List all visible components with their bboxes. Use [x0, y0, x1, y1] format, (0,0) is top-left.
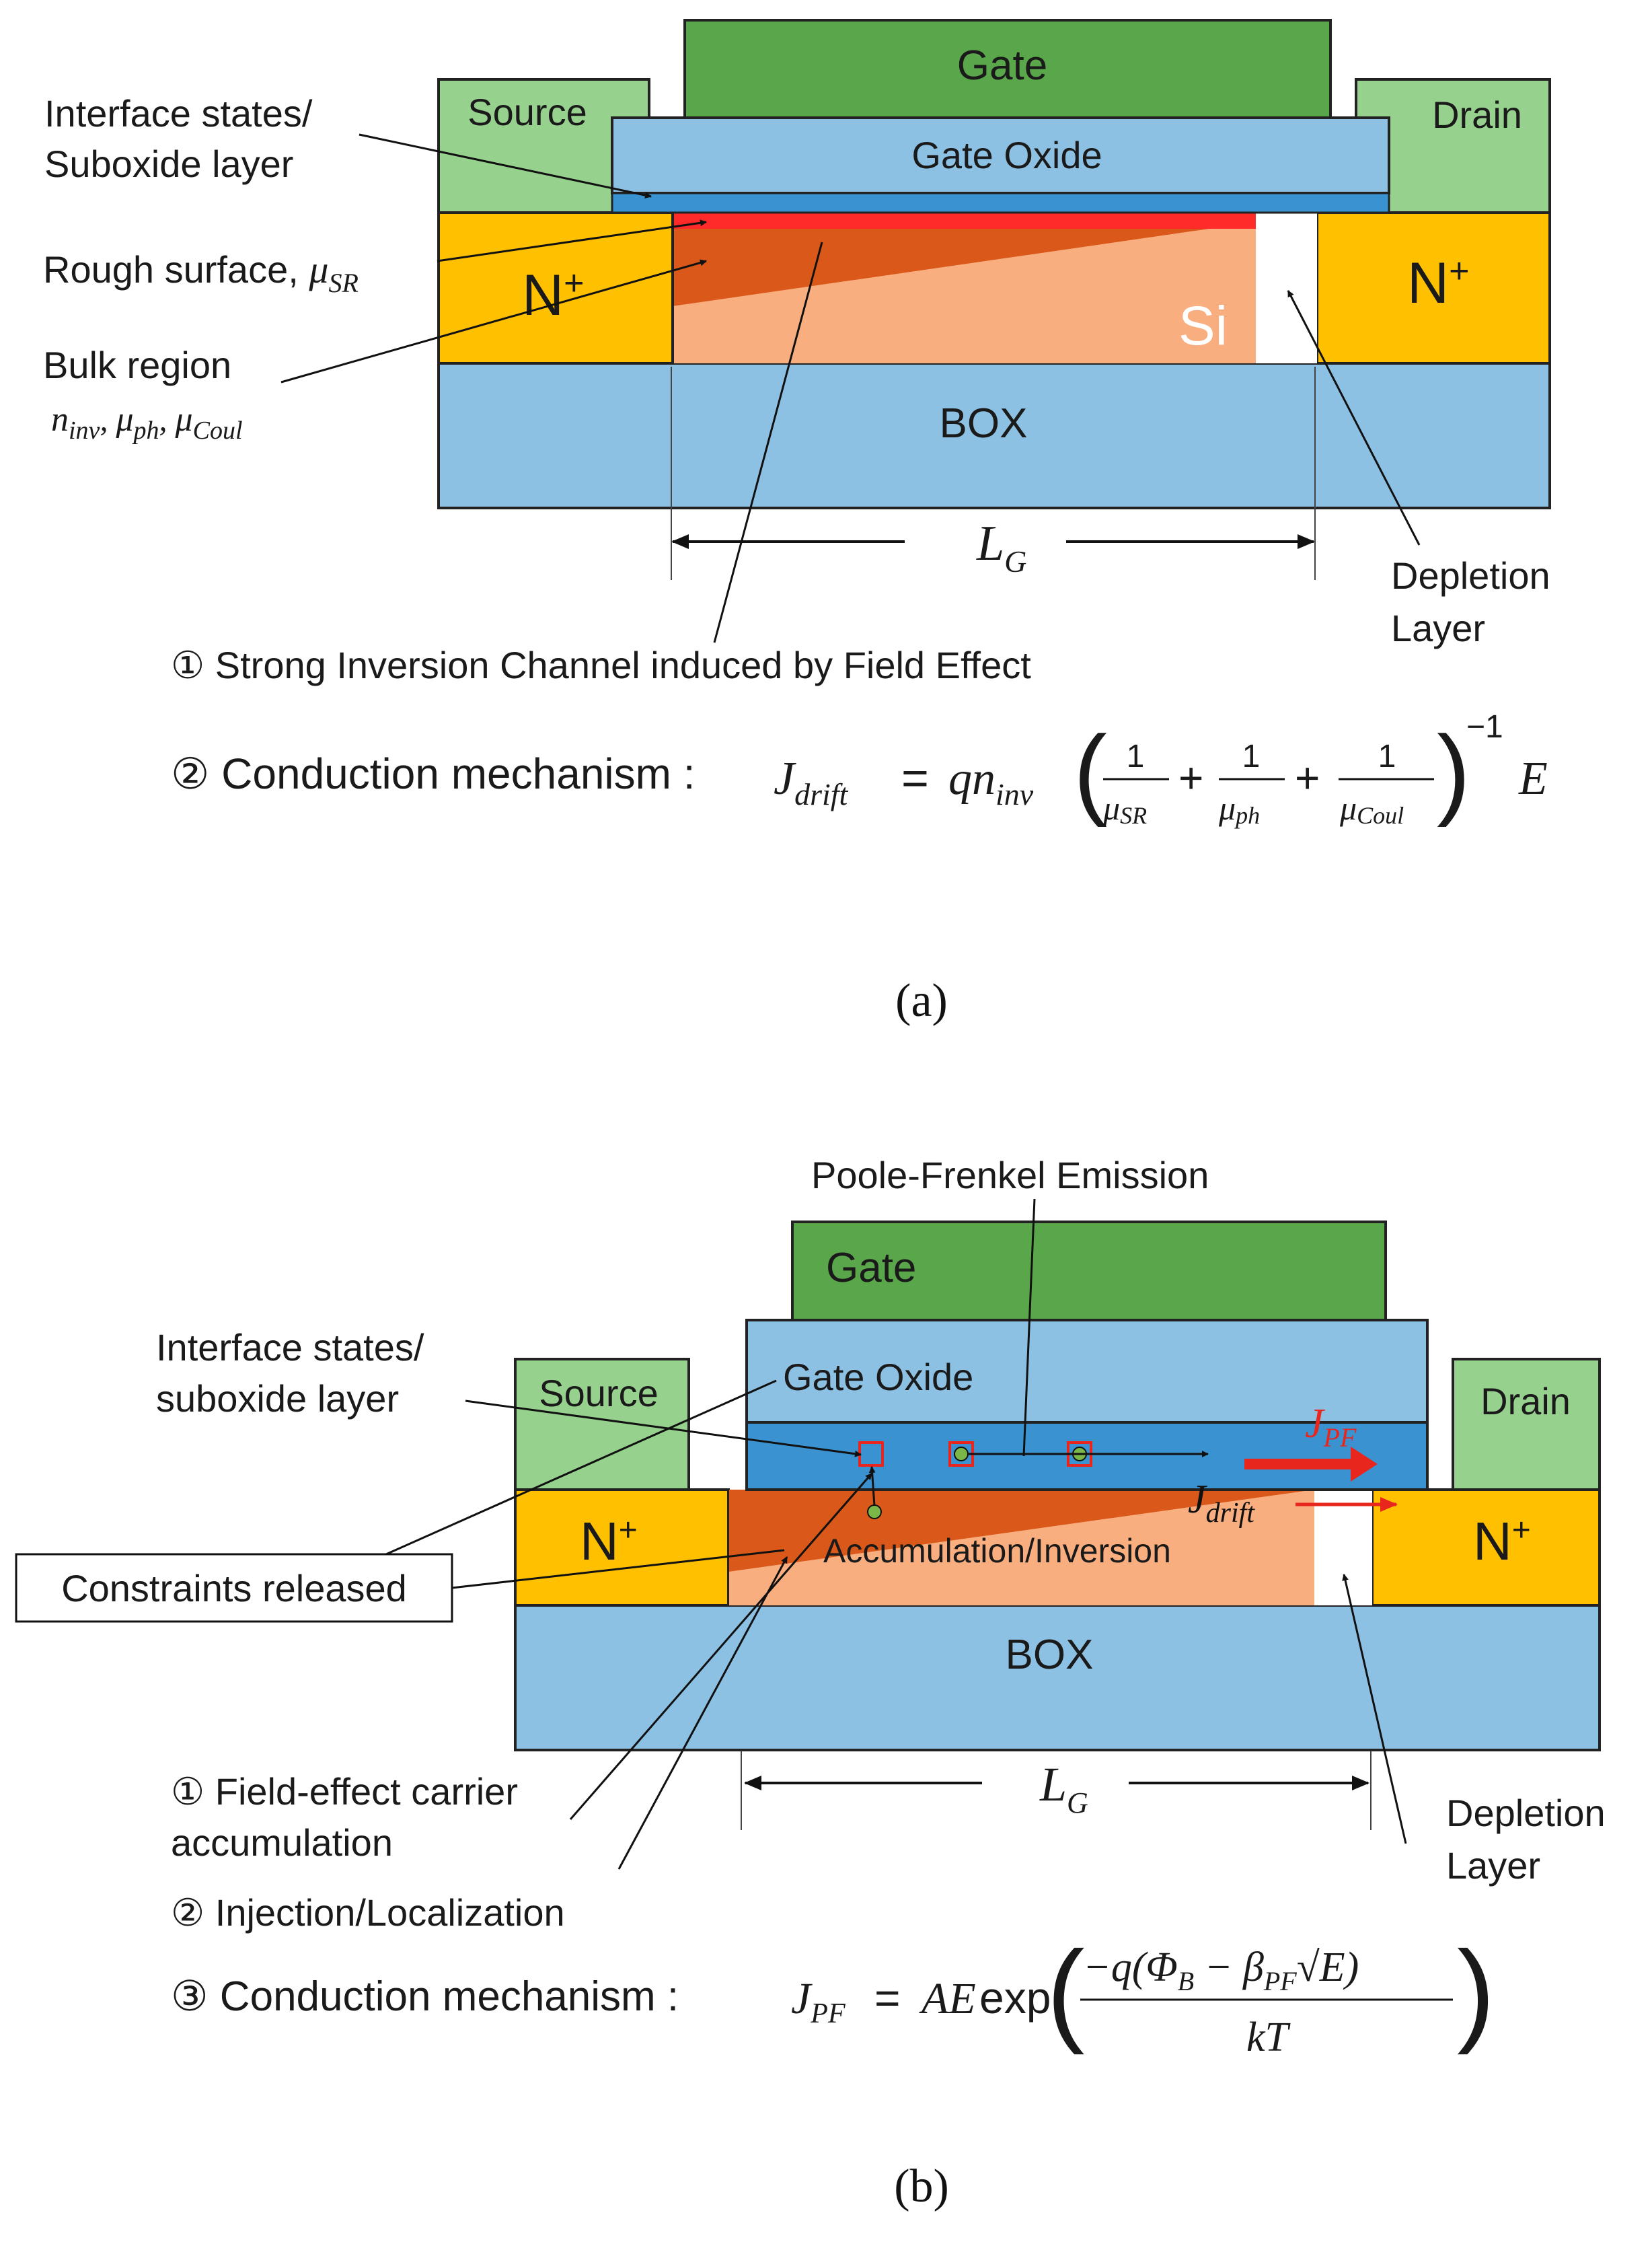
si-label: Si: [1178, 295, 1228, 357]
bulk-region-params: ninv, μph, μCoul: [51, 400, 243, 445]
gate-electrode: [683, 19, 1332, 119]
n-plus-left-label: N+: [522, 263, 584, 328]
svg-text:+: +: [1178, 754, 1203, 802]
depletion-layer: [1256, 213, 1317, 363]
rough-surface-label: Rough surface, μSR: [43, 248, 359, 298]
drain-contact-b: [1452, 1358, 1601, 1491]
source-contact-b: [514, 1358, 690, 1491]
svg-text:kT: kT: [1246, 2014, 1291, 2060]
svg-text:−q(ΦB − βPF√E): −q(ΦB − βPF√E): [1083, 1944, 1359, 1996]
box-label: BOX: [940, 400, 1028, 447]
svg-text:μSR: μSR: [1102, 789, 1147, 829]
box-layer: [437, 362, 1551, 509]
lg-label: LG: [976, 516, 1026, 579]
svg-text:=: =: [874, 1973, 901, 2023]
step-1-text: ① Strong Inversion Channel induced by Fi…: [171, 644, 1031, 686]
gate-oxide-label: Gate Oxide: [911, 134, 1102, 176]
figure-a: Gate Gate Oxide Source Drain N+ N+ Si BO…: [43, 19, 1551, 1027]
drift-current-equation: Jdrift = qninv ( 1 μSR + 1 μph + 1 μCoul…: [774, 709, 1548, 829]
n-plus-drain-region-b: [1371, 1488, 1601, 1607]
pf-emission-label: Poole-Frenkel Emission: [811, 1154, 1209, 1196]
svg-text:): ): [1437, 715, 1470, 828]
svg-text:−1: −1: [1466, 709, 1503, 745]
svg-text:1: 1: [1378, 739, 1396, 774]
caption-a: (a): [895, 975, 948, 1027]
svg-text:μCoul: μCoul: [1339, 789, 1404, 829]
gate-label: Gate: [957, 42, 1047, 89]
drain-label-b: Drain: [1480, 1380, 1571, 1422]
source-label-b: Source: [539, 1372, 658, 1414]
svg-text:+: +: [1295, 754, 1320, 802]
gate-label-b: Gate: [826, 1245, 916, 1291]
gate-oxide-b: [745, 1319, 1429, 1424]
n-plus-source-region: [437, 211, 674, 365]
svg-text:=: =: [901, 752, 929, 804]
drain-label: Drain: [1432, 94, 1522, 136]
gate-oxide-label-b: Gate Oxide: [783, 1356, 973, 1398]
svg-text:(: (: [1047, 1928, 1085, 2055]
bulk-region-label: Bulk region: [43, 344, 231, 386]
box-label-b: BOX: [1006, 1632, 1094, 1678]
svg-text:JPF: JPF: [791, 1974, 846, 2029]
svg-text:): ): [1457, 1928, 1495, 2055]
jdrift-label: Jdrift: [1188, 1477, 1255, 1529]
caption-b: (b): [894, 2160, 949, 2212]
n-plus-source-region-b: [514, 1488, 730, 1607]
pf-current-equation: JPF = AE exp ( −q(ΦB − βPF√E) kT ): [791, 1928, 1495, 2060]
gate-electrode-b: [791, 1221, 1387, 1321]
svg-text:qninv: qninv: [948, 753, 1034, 811]
gate-oxide: [611, 116, 1390, 194]
svg-text:Jdrift: Jdrift: [774, 753, 849, 811]
n-plus-right-label-b: N+: [1473, 1511, 1531, 1571]
interface-states-strip: [611, 192, 1390, 214]
constraints-released-label: Constraints released: [61, 1567, 407, 1609]
svg-text:E: E: [1518, 753, 1548, 805]
interface-states-label-b: Interface states/suboxide layer: [156, 1326, 424, 1420]
constraints-released-box: [15, 1553, 453, 1623]
source-label: Source: [467, 91, 587, 133]
step-2-text-b: ② Injection/Localization: [171, 1891, 565, 1934]
accumulation-label: Accumulation/Inversion: [823, 1532, 1171, 1570]
svg-text:(: (: [1074, 715, 1107, 828]
svg-text:1: 1: [1127, 739, 1145, 774]
depletion-layer-b: [1314, 1490, 1372, 1605]
interface-states-label: Interface states/Suboxide layer: [44, 92, 313, 185]
svg-text:μph: μph: [1218, 789, 1260, 829]
rough-surface-strip: [673, 213, 1256, 229]
svg-text:1: 1: [1242, 739, 1261, 774]
svg-text:AE: AE: [919, 1974, 976, 2023]
step-3-text-b: ③ Conduction mechanism :: [171, 1973, 679, 2020]
step-2-text: ② Conduction mechanism :: [171, 750, 696, 798]
n-plus-right-label: N+: [1407, 251, 1469, 316]
lg-label-b: LG: [1039, 1757, 1088, 1819]
svg-text:exp: exp: [979, 1973, 1051, 2023]
figure-b: Gate Gate Oxide Source Drain N+ N+ Accum…: [15, 1154, 1606, 2212]
n-plus-left-label-b: N+: [580, 1511, 638, 1571]
inversion-channel-wedge: [673, 222, 1256, 306]
